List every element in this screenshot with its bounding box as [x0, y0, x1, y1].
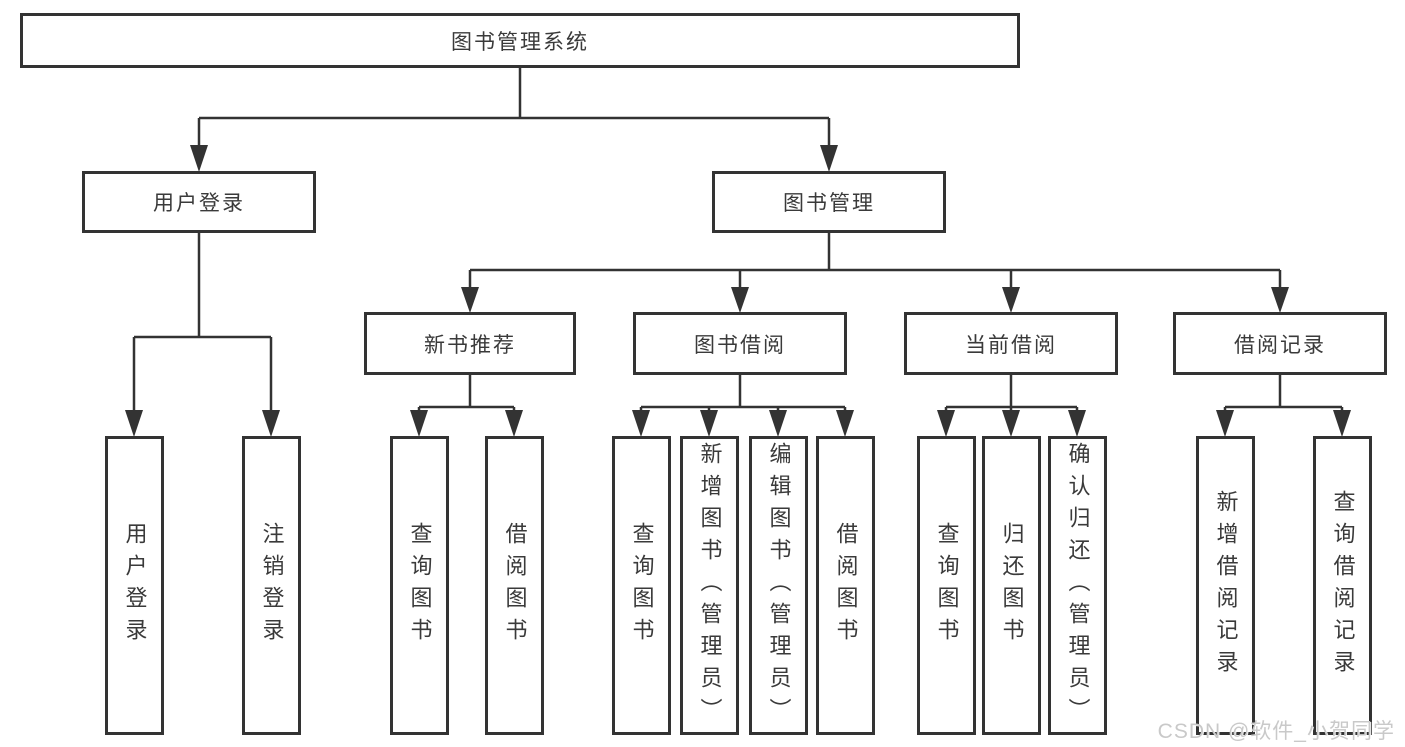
leaf-return-book-label: 归还图书: [999, 521, 1025, 650]
connector-book-mgmt-to-level3: [461, 233, 1289, 313]
leaf-query-book-2: 查询图书: [612, 436, 671, 735]
connector-book-borrow-to-leaves: [632, 375, 854, 437]
node-root-label: 图书管理系统: [451, 30, 589, 54]
leaf-confirm-return-admin: 确认归还（管理员）: [1048, 436, 1107, 735]
leaf-logout-label: 注销登录: [259, 521, 285, 650]
connector-current-borrow-to-leaves: [937, 375, 1086, 437]
leaf-borrow-book-1: 借阅图书: [485, 436, 544, 735]
leaf-query-book-2-label: 查询图书: [629, 521, 655, 650]
node-book-mgmt-label: 图书管理: [783, 192, 875, 215]
leaf-logout: 注销登录: [242, 436, 301, 735]
leaf-edit-book-admin: 编辑图书（管理员）: [749, 436, 808, 735]
node-borrow-records: 借阅记录: [1173, 312, 1387, 375]
leaf-add-book-admin: 新增图书（管理员）: [680, 436, 739, 735]
leaf-query-borrow-record-label: 查询借阅记录: [1330, 489, 1356, 682]
connector-new-book-rec-to-leaves: [410, 375, 523, 437]
node-borrow-records-label: 借阅记录: [1234, 333, 1326, 357]
node-current-borrow-label: 当前借阅: [965, 333, 1057, 357]
leaf-add-borrow-record: 新增借阅记录: [1196, 436, 1255, 735]
node-new-book-rec: 新书推荐: [364, 312, 576, 375]
connector-borrow-records-to-leaves: [1216, 375, 1351, 437]
leaf-borrow-book-2-label: 借阅图书: [833, 521, 859, 650]
leaf-add-book-admin-label: 新增图书（管理员）: [697, 441, 723, 730]
csdn-watermark: CSDN @软件_小贺同学: [1157, 720, 1395, 743]
leaf-user-login-label: 用户登录: [122, 521, 148, 650]
leaf-query-book-3: 查询图书: [917, 436, 976, 735]
leaf-query-book-3-label: 查询图书: [934, 521, 960, 650]
leaf-confirm-return-admin-label: 确认归还（管理员）: [1065, 441, 1091, 730]
leaf-add-borrow-record-label: 新增借阅记录: [1213, 489, 1239, 682]
node-user-login: 用户登录: [82, 171, 316, 233]
node-new-book-rec-label: 新书推荐: [424, 333, 516, 357]
node-user-login-label: 用户登录: [153, 192, 245, 215]
leaf-user-login: 用户登录: [105, 436, 164, 735]
leaf-query-book-1: 查询图书: [390, 436, 449, 735]
connector-user-login-to-leaves: [125, 233, 280, 437]
node-book-borrow: 图书借阅: [633, 312, 847, 375]
leaf-borrow-book-2: 借阅图书: [816, 436, 875, 735]
leaf-query-book-1-label: 查询图书: [407, 521, 433, 650]
connector-root-to-level2: [190, 68, 838, 172]
node-book-mgmt: 图书管理: [712, 171, 946, 233]
node-root: 图书管理系统: [20, 13, 1020, 68]
leaf-borrow-book-1-label: 借阅图书: [502, 521, 528, 650]
leaf-query-borrow-record: 查询借阅记录: [1313, 436, 1372, 735]
leaf-edit-book-admin-label: 编辑图书（管理员）: [766, 441, 792, 730]
node-book-borrow-label: 图书借阅: [694, 333, 786, 357]
leaf-return-book: 归还图书: [982, 436, 1041, 735]
node-current-borrow: 当前借阅: [904, 312, 1118, 375]
